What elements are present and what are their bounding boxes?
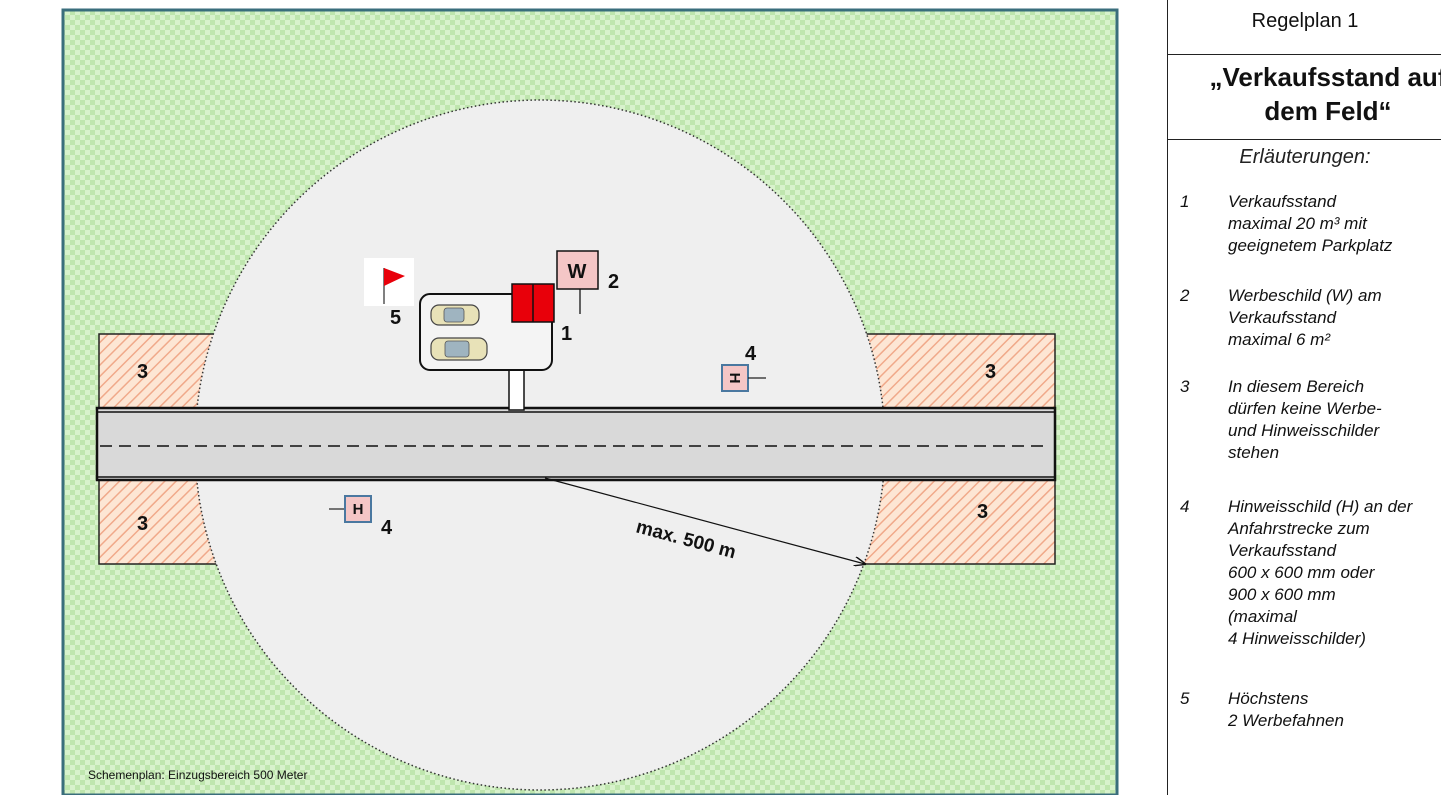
divider [1168,139,1441,140]
legend-panel: Regelplan 1 „Verkaufsstand auf dem Feld“… [1167,0,1441,795]
plan-title-line2: dem Feld“ [1264,96,1392,126]
flag-marker: 5 [390,307,401,329]
legend-item-line: 900 x 600 mm [1228,585,1336,604]
hint-sign-h-right [721,364,766,392]
site-plan-diagram: 3 3 3 3 1 W 2 5 H 4 [61,8,1119,795]
hint-sign-h-left [329,495,372,523]
plan-title: „Verkaufsstand auf dem Feld“ [1178,60,1441,128]
divider [1168,54,1441,55]
legend-item-line: Höchstens [1228,689,1309,708]
legend-item-line: 4 Hinweisschilder) [1228,629,1366,648]
zone-label-top-right: 3 [985,361,996,383]
legend-item-line: und Hinweisschilder [1228,421,1380,440]
sign-h-letter-left: H [353,501,364,518]
road [95,406,1057,482]
legend-item-line: maximal 20 m³ mit [1228,214,1367,233]
advertising-sign-w [556,250,599,314]
car-icon [430,304,480,326]
legend-item-number: 2 [1180,286,1190,305]
legend-item-line: Verkaufsstand [1228,541,1337,560]
legend-item-line: geeignetem Parkplatz [1228,236,1393,255]
plan-title-line1: „Verkaufsstand auf [1209,62,1441,92]
legend-item-line: stehen [1228,443,1280,462]
legend-item-line: In diesem Bereich [1228,377,1365,396]
footer-caption: Schemenplan: Einzugsbereich 500 Meter [88,768,308,782]
sign-w-marker: 2 [608,271,619,293]
plan-id: Regelplan 1 [1251,10,1359,32]
sales-stand-icon [511,283,555,323]
legend-item-number: 3 [1180,377,1190,396]
legend-item-line: dürfen keine Werbe- [1228,399,1382,418]
legend-item-number: 4 [1180,497,1190,516]
sign-w-letter: W [568,261,587,283]
legend-item-line: Werbeschild (W) am [1228,286,1382,305]
legend-item-line: Anfahrstrecke zum [1228,519,1370,538]
legend-heading: Erläuterungen: [1239,146,1371,168]
car-icon [430,337,488,361]
legend-item-line: Verkaufsstand [1228,192,1337,211]
flag-icon [364,258,414,306]
driveway [508,367,525,411]
sign-h-letter-right: H [726,373,743,384]
legend-item-line: 2 Werbefahnen [1228,711,1344,730]
legend-item-line: maximal 6 m² [1228,330,1331,349]
legend-item-number: 1 [1180,192,1190,211]
legend-item-line: 600 x 600 mm oder [1228,563,1375,582]
sign-h-marker-right: 4 [745,343,757,365]
sign-h-marker-left: 4 [381,517,393,539]
zone-label-top-left: 3 [137,361,148,383]
legend-item-line: (maximal [1228,607,1297,626]
stand-marker: 1 [561,323,572,345]
zone-label-bottom-left: 3 [137,513,148,535]
zone-label-bottom-right: 3 [977,501,988,523]
legend-item-line: Verkaufsstand [1228,308,1337,327]
radius-arrow [544,477,865,564]
legend-item-number: 5 [1180,689,1190,708]
legend-item-line: Hinweisschild (H) an der [1228,497,1413,516]
